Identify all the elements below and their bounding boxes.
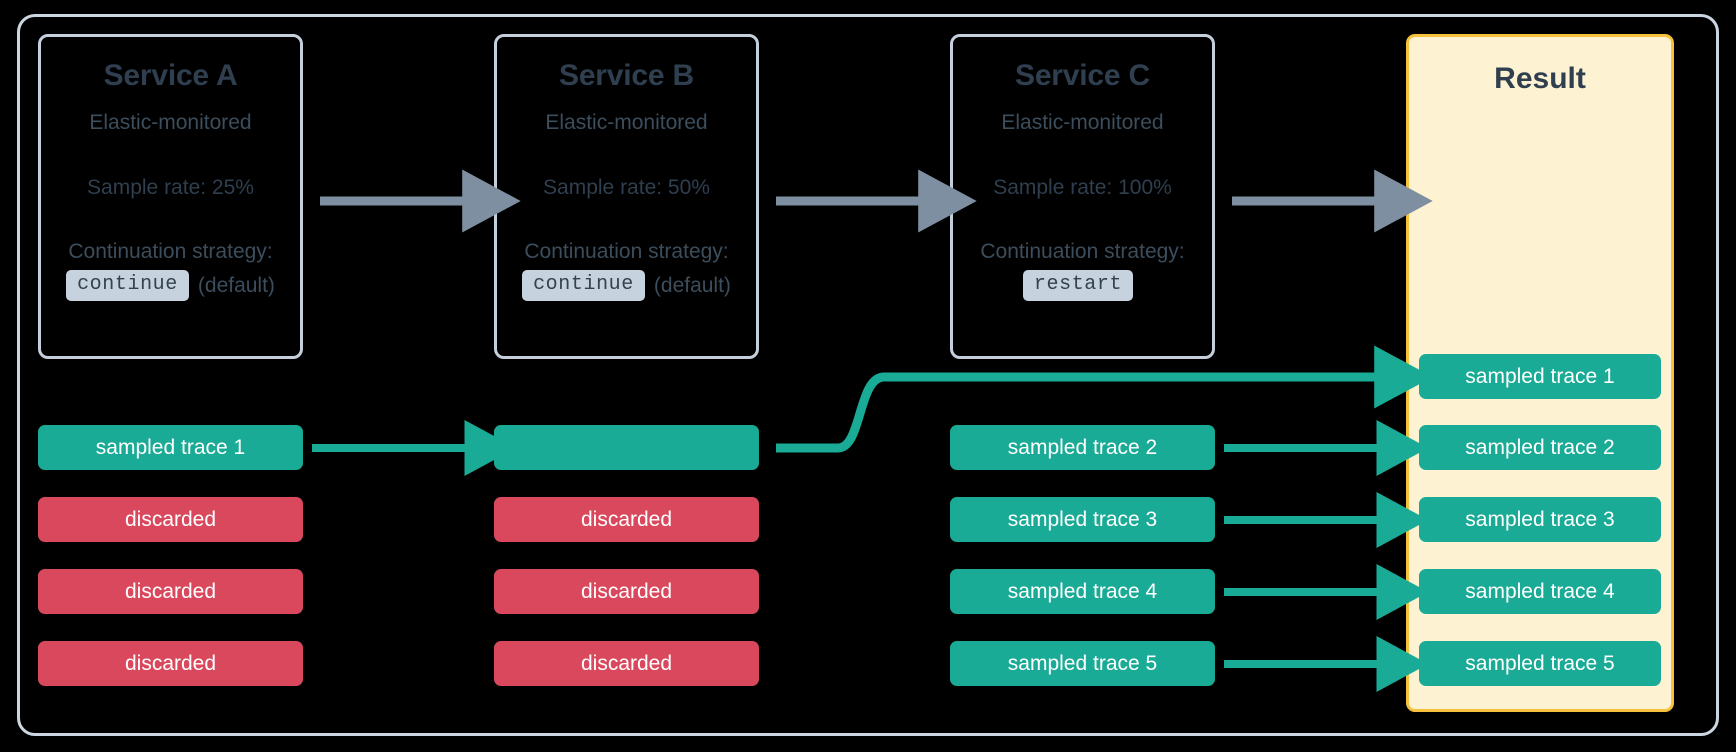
pill-service-a-2[interactable]: discarded bbox=[38, 569, 303, 614]
service-b-title: Service B bbox=[559, 59, 694, 92]
pill-service-b-1[interactable]: discarded bbox=[494, 497, 759, 542]
service-a-title: Service A bbox=[103, 59, 238, 92]
pill-service-a-3[interactable]: discarded bbox=[38, 641, 303, 686]
service-b-subtitle: Elastic-monitored bbox=[545, 110, 708, 134]
service-b-strategy-label: Continuation strategy: bbox=[524, 239, 729, 263]
service-a-strategy-note: (default) bbox=[197, 273, 275, 297]
service-a-sample-rate: Sample rate: 25% bbox=[87, 175, 254, 199]
service-box-b: Service B Elastic-monitored Sample rate:… bbox=[494, 34, 759, 359]
pill-result-4[interactable]: sampled trace 5 bbox=[1419, 641, 1661, 686]
service-b-strategy-value: continue bbox=[522, 269, 645, 302]
pill-result-2[interactable]: sampled trace 3 bbox=[1419, 497, 1661, 542]
service-a-strategy-value: continue bbox=[66, 269, 189, 302]
pill-service-b-2[interactable]: discarded bbox=[494, 569, 759, 614]
service-b-sample-rate: Sample rate: 50% bbox=[543, 175, 710, 199]
diagram-frame bbox=[17, 14, 1719, 736]
service-c-strategy-row: restart bbox=[953, 269, 1212, 302]
service-a-subtitle: Elastic-monitored bbox=[89, 110, 252, 134]
service-c-sample-rate: Sample rate: 100% bbox=[993, 175, 1172, 199]
pill-service-c-1[interactable]: sampled trace 3 bbox=[950, 497, 1215, 542]
service-box-a: Service A Elastic-monitored Sample rate:… bbox=[38, 34, 303, 359]
pill-result-3[interactable]: sampled trace 4 bbox=[1419, 569, 1661, 614]
service-b-strategy-note: (default) bbox=[653, 273, 731, 297]
pill-service-a-0[interactable]: sampled trace 1 bbox=[38, 425, 303, 470]
service-a-strategy-label: Continuation strategy: bbox=[68, 239, 273, 263]
service-c-strategy-label: Continuation strategy: bbox=[980, 239, 1185, 263]
service-a-strategy-row: continue (default) bbox=[41, 269, 300, 302]
service-c-subtitle: Elastic-monitored bbox=[1001, 110, 1164, 134]
pill-result-1[interactable]: sampled trace 2 bbox=[1419, 425, 1661, 470]
pill-service-b-0[interactable] bbox=[494, 425, 759, 470]
pill-service-c-2[interactable]: sampled trace 4 bbox=[950, 569, 1215, 614]
service-b-strategy-row: continue (default) bbox=[497, 269, 756, 302]
pill-service-c-0[interactable]: sampled trace 2 bbox=[950, 425, 1215, 470]
pill-service-a-1[interactable]: discarded bbox=[38, 497, 303, 542]
pill-result-0[interactable]: sampled trace 1 bbox=[1419, 354, 1661, 399]
service-box-c: Service C Elastic-monitored Sample rate:… bbox=[950, 34, 1215, 359]
pill-service-c-3[interactable]: sampled trace 5 bbox=[950, 641, 1215, 686]
pill-service-b-3[interactable]: discarded bbox=[494, 641, 759, 686]
result-title: Result bbox=[1494, 62, 1586, 95]
service-c-strategy-value: restart bbox=[1022, 269, 1134, 302]
service-c-title: Service C bbox=[1015, 59, 1150, 92]
